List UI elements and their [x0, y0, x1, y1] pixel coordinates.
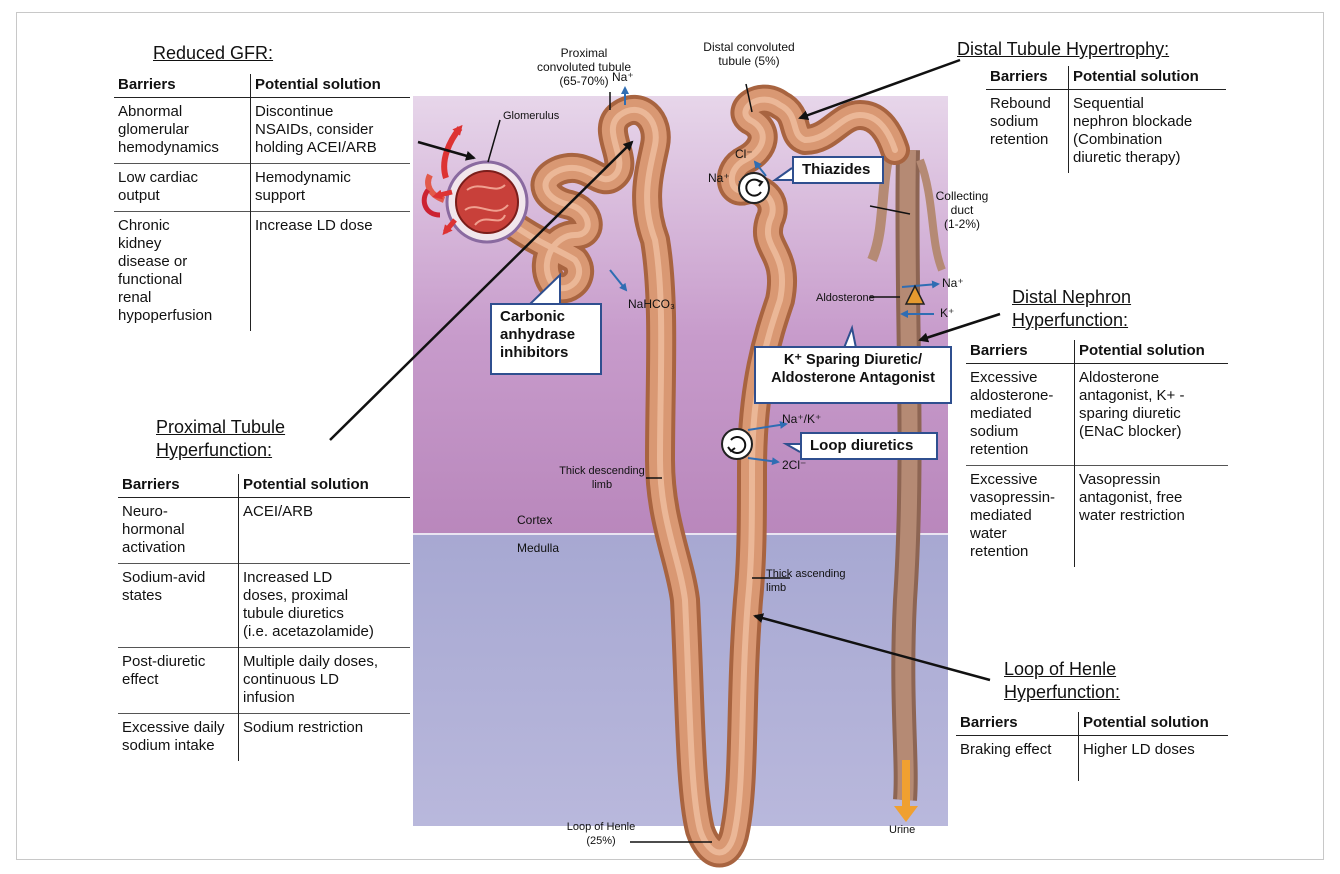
solution-header: Potential solution [1079, 712, 1229, 736]
barrier-cell: Braking effect [956, 736, 1079, 782]
loop-diuretics-callout: Loop diuretics [800, 432, 938, 460]
ion-na-distal: Na⁺ [708, 171, 730, 185]
table-row: Chronic kidney disease or functional ren… [114, 212, 410, 332]
solution-header: Potential solution [251, 74, 411, 98]
aldosterone-label: Aldosterone [816, 291, 875, 305]
glomerulus-label: Glomerulus [503, 109, 559, 123]
table-row: Neuro- hormonal activation ACEI/ARB [118, 498, 410, 564]
collecting-duct-label: Collecting duct (1-2%) [914, 189, 1010, 231]
carbonic-anhydrase-callout: Carbonic anhydrase inhibitors [490, 303, 602, 375]
table-row: Rebound sodium retention Sequential neph… [986, 90, 1226, 174]
loop-transporter-icon [721, 428, 753, 460]
proximal-hyperfunction-title: Proximal Tubule Hyperfunction: [156, 416, 285, 462]
barrier-cell: Sodium-avid states [118, 564, 239, 648]
distal-tubule-hypertrophy-title: Distal Tubule Hypertrophy: [957, 38, 1169, 60]
collecting-duct [872, 150, 942, 800]
solution-cell: Sodium restriction [239, 714, 411, 762]
solution-cell: Aldosterone antagonist, K+ - sparing diu… [1075, 364, 1229, 466]
barrier-cell: Excessive aldosterone- mediated sodium r… [966, 364, 1075, 466]
solution-cell: Increased LD doses, proximal tubule diur… [239, 564, 411, 648]
medulla-label: Medulla [517, 541, 559, 555]
solution-cell: Sequential nephron blockade (Combination… [1069, 90, 1227, 174]
barriers-header: Barriers [956, 712, 1079, 736]
solution-cell: ACEI/ARB [239, 498, 411, 564]
cortex-label: Cortex [517, 513, 552, 527]
solution-cell: Discontinue NSAIDs, consider holding ACE… [251, 98, 411, 164]
barrier-cell: Abnormal glomerular hemodynamics [114, 98, 251, 164]
glomerulus [424, 128, 527, 242]
distal-nephron-table: Barriers Potential solution Excessive al… [966, 340, 1228, 567]
barriers-header: Barriers [966, 340, 1075, 364]
barrier-cell: Excessive daily sodium intake [118, 714, 239, 762]
thiazides-callout: Thiazides [792, 156, 884, 184]
solution-header: Potential solution [1069, 66, 1227, 90]
barrier-cell: Excessive vasopressin- mediated water re… [966, 466, 1075, 568]
barrier-cell: Post-diuretic effect [118, 648, 239, 714]
loop-henle-table: Barriers Potential solution Braking effe… [956, 712, 1228, 781]
table-row: Excessive vasopressin- mediated water re… [966, 466, 1228, 568]
table-row: Excessive aldosterone- mediated sodium r… [966, 364, 1228, 466]
loop-henle-title: Loop of Henle Hyperfunction: [1004, 658, 1120, 704]
solution-cell: Higher LD doses [1079, 736, 1229, 782]
barriers-header: Barriers [114, 74, 251, 98]
solution-cell: Vasopressin antagonist, free water restr… [1075, 466, 1229, 568]
distal-tubule-label: Distal convoluted tubule (5%) [684, 40, 814, 68]
ion-k-collecting: K⁺ [940, 306, 954, 320]
distal-tubule-table: Barriers Potential solution Rebound sodi… [986, 66, 1226, 173]
k-sparing-callout: K⁺ Sparing Diuretic/ Aldosterone Antagon… [754, 346, 952, 404]
barrier-cell: Low cardiac output [114, 164, 251, 212]
urine-label: Urine [889, 823, 915, 837]
table-row: Excessive daily sodium intake Sodium res… [118, 714, 410, 762]
solution-cell: Increase LD dose [251, 212, 411, 332]
solution-header: Potential solution [1075, 340, 1229, 364]
loop-of-henle-label: Loop of Henle (25%) [556, 820, 646, 848]
thiazide-transporter-icon [738, 172, 770, 204]
ion-na-proximal: Na⁺ [612, 70, 634, 84]
ion-nak-loop: Na⁺/K⁺ [782, 412, 821, 426]
table-row: Sodium-avid states Increased LD doses, p… [118, 564, 410, 648]
solution-header: Potential solution [239, 474, 411, 498]
barrier-cell: Neuro- hormonal activation [118, 498, 239, 564]
barrier-cell: Rebound sodium retention [986, 90, 1069, 174]
thick-ascending-limb-label: Thick ascending limb [766, 567, 846, 595]
thick-descending-limb-label: Thick descending limb [552, 464, 652, 492]
proximal-table: Barriers Potential solution Neuro- hormo… [118, 474, 410, 761]
reduced-gfr-table: Barriers Potential solution Abnormal glo… [114, 74, 410, 331]
ion-na-collecting: Na⁺ [942, 276, 964, 290]
barriers-header: Barriers [986, 66, 1069, 90]
solution-cell: Multiple daily doses, continuous LD infu… [239, 648, 411, 714]
barrier-cell: Chronic kidney disease or functional ren… [114, 212, 251, 332]
table-row: Abnormal glomerular hemodynamics Discont… [114, 98, 410, 164]
barriers-header: Barriers [118, 474, 239, 498]
table-row: Low cardiac output Hemodynamic support [114, 164, 410, 212]
table-row: Braking effect Higher LD doses [956, 736, 1228, 782]
ion-cl-distal: Cl⁻ [735, 147, 753, 161]
table-row: Post-diuretic effect Multiple daily dose… [118, 648, 410, 714]
solution-cell: Hemodynamic support [251, 164, 411, 212]
ion-2cl-loop: 2Cl⁻ [782, 458, 806, 472]
distal-nephron-title: Distal Nephron Hyperfunction: [1012, 286, 1131, 332]
ion-nahco3: NaHCO₃ [628, 297, 675, 311]
reduced-gfr-title: Reduced GFR: [153, 42, 273, 64]
